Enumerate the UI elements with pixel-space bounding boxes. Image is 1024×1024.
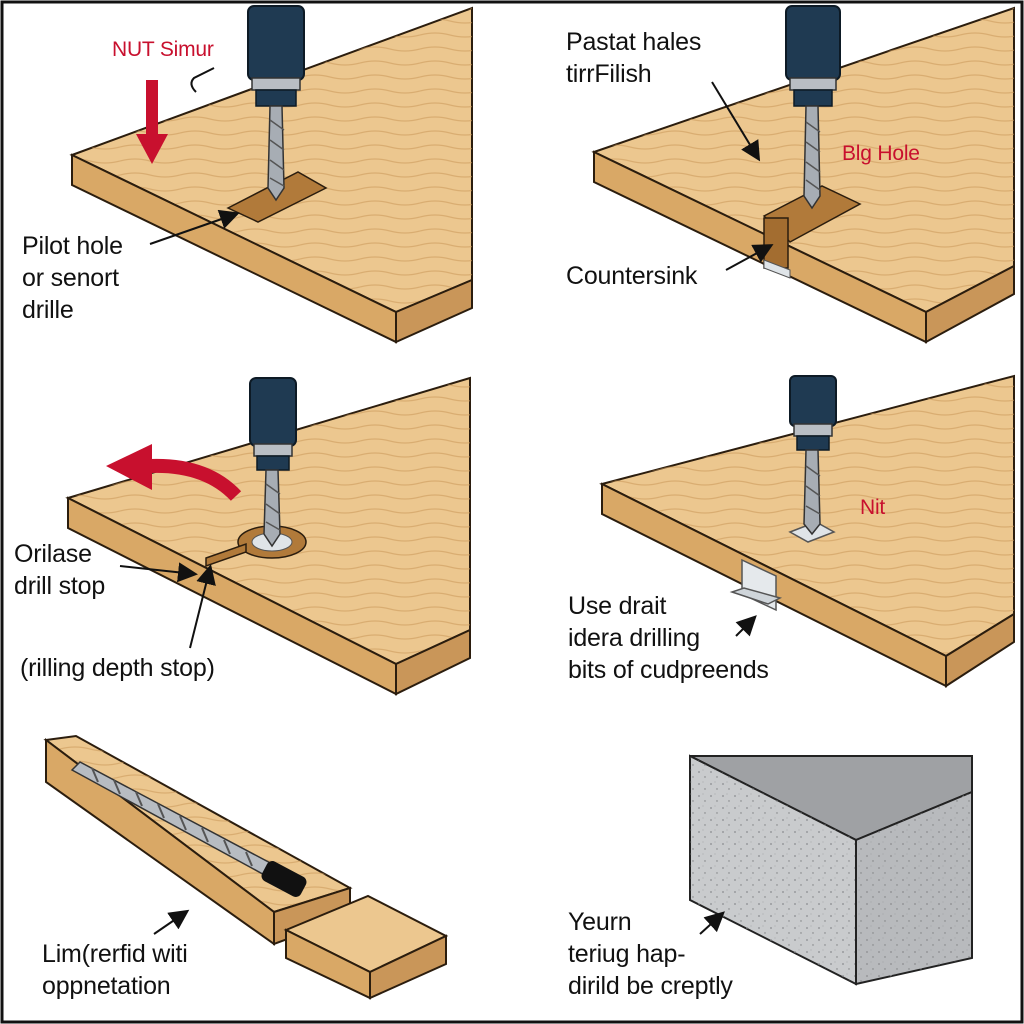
pilot-hole-label: Pilot hole or senort drille — [22, 232, 123, 324]
pastat-hales-label: Pastat hales tirrFilish — [566, 28, 702, 88]
long-bit-illustration — [43, 734, 449, 1000]
drill-icon — [785, 5, 841, 210]
drill-bit-icon — [70, 761, 307, 897]
drill-icon — [247, 5, 305, 202]
down-arrow-icon — [136, 80, 168, 164]
concrete-block-illustration — [689, 754, 973, 986]
pointer-arrow-icon — [189, 564, 216, 649]
big-hole-label: Blg Hole — [842, 142, 920, 165]
long-bit-label: Lim(rerfid witi oppnetation — [42, 940, 188, 1000]
pointer-arrow-icon — [119, 562, 198, 583]
drill-stop-label: Orilase drill stop — [14, 540, 106, 600]
pointer-arrow-icon — [153, 909, 190, 935]
drill-icon — [249, 377, 297, 548]
curved-arrow-icon — [106, 444, 242, 501]
pilot-hole-illustration — [69, 5, 473, 344]
pointer-arrow-icon — [149, 209, 240, 245]
nit-label: Nit — [860, 496, 886, 519]
countersink-label: Countersink — [566, 262, 698, 290]
pointer-arrow-icon — [735, 615, 757, 637]
pointer-arrow-icon — [725, 244, 774, 271]
countersink-illustration — [591, 5, 1015, 344]
pointer-arrow-icon — [699, 911, 725, 935]
drill-icon — [789, 375, 837, 536]
drilling-bits-illustration — [599, 374, 1015, 688]
concrete-label: Yeurn teriug hap- dirild be creptly — [568, 908, 733, 1000]
depth-stop-label: (rilling depth stop) — [20, 654, 215, 682]
pointer-arrow-icon — [711, 81, 761, 162]
pointer-icon — [190, 67, 215, 93]
drilling-bits-label: Use drait idera drilling bits of cudpree… — [568, 592, 769, 684]
drill-stop-illustration — [65, 376, 471, 696]
nut-simur-label: NUT Simur — [112, 38, 214, 61]
